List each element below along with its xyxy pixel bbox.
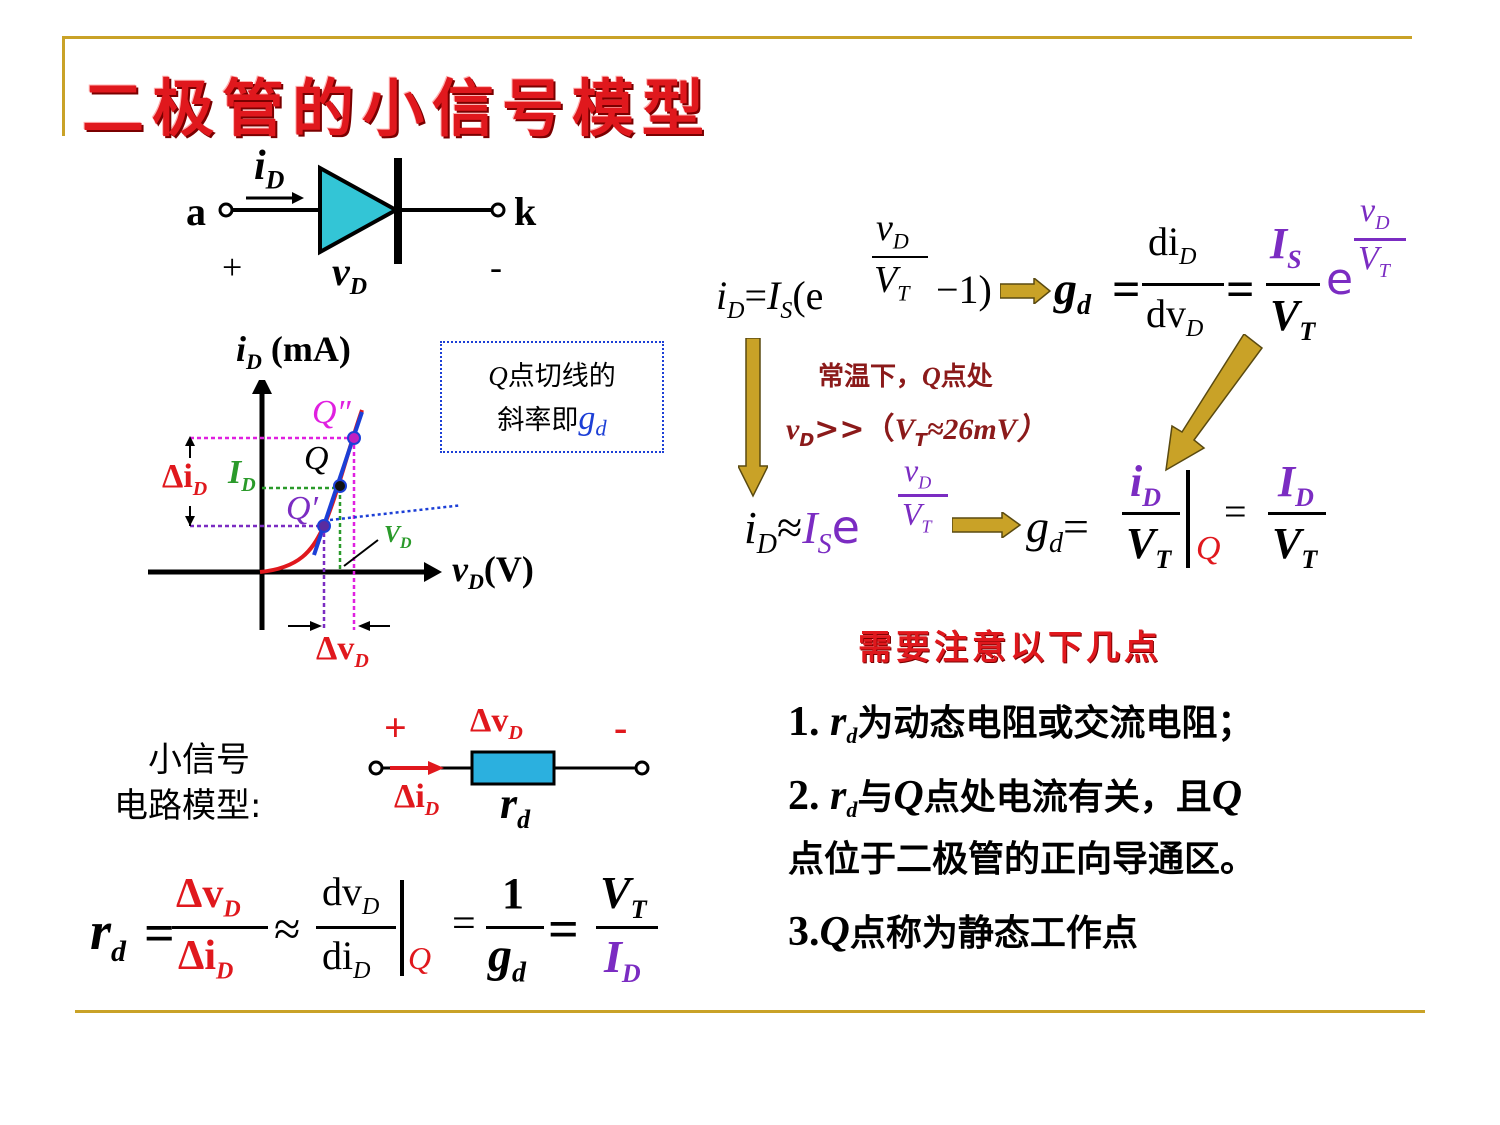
circuit-minus: -	[614, 705, 628, 750]
condition-line-2: vD>>（VT≈26mV）	[786, 412, 1047, 451]
exp2-den: VT	[1358, 240, 1390, 282]
circuit-rd: rd	[500, 779, 531, 834]
circuit-plus: +	[384, 705, 407, 750]
anode-label: a	[186, 189, 206, 234]
exp3-num: vD	[904, 452, 932, 493]
circuit-di: ΔiD	[394, 778, 440, 820]
rd-approx: ≈	[274, 903, 301, 956]
rd-bar-1	[172, 926, 268, 929]
eq-1: =	[1112, 261, 1141, 317]
slide-title: 二极管的小信号模型	[82, 72, 713, 145]
result-gd: gd=	[1026, 501, 1089, 560]
result-bar-2	[1268, 512, 1326, 515]
rd-di: ΔiD	[178, 933, 234, 985]
exp2-bar	[1354, 238, 1406, 241]
result-eq: =	[1224, 489, 1247, 534]
minus-sign: -	[490, 247, 502, 287]
result-bar-1	[1122, 512, 1180, 515]
result-vt-den-1: VT	[1126, 519, 1172, 574]
circuit-dv: ΔvD	[470, 702, 523, 744]
exp-fraction-bar	[872, 256, 928, 258]
exp-denominator: VT	[874, 259, 910, 306]
bottom-rule	[75, 1010, 1425, 1013]
rd-one: 1	[502, 869, 524, 918]
vt-denominator: VT	[1270, 291, 1316, 346]
top-rule	[62, 36, 1412, 39]
is-numerator: IS	[1270, 219, 1302, 274]
arrow-down	[738, 338, 768, 498]
iv-graph	[148, 380, 460, 631]
diode-equation: iD=IS(e	[716, 273, 824, 324]
arrow-diagonal	[1165, 334, 1264, 472]
plus-sign: +	[222, 247, 243, 287]
eval-bar	[1186, 470, 1190, 568]
diode-voltage-label: vD	[332, 249, 368, 300]
arrow-right-1	[1000, 278, 1052, 304]
rd-vt: VT	[600, 867, 647, 925]
exp-numerator: vD	[876, 207, 909, 254]
rd-did: diD	[322, 933, 371, 984]
rd-symbol: rd	[90, 901, 127, 968]
eq-2: =	[1226, 261, 1255, 317]
diode-symbol	[218, 158, 506, 264]
tangent-slope-callout: Q点切线的 斜率即gd	[440, 341, 664, 453]
gd-symbol: gd	[1054, 263, 1091, 322]
gd-fraction-bar	[1142, 283, 1224, 286]
notes-heading: 需要注意以下几点	[858, 628, 1162, 668]
circuit-label-2: 电路模型:	[114, 786, 262, 826]
y-axis-label: iD (mA)	[236, 329, 351, 375]
rd-id: ID	[604, 931, 641, 989]
note-2: 2. rd与Q点处电流有关，且Q	[788, 773, 1243, 823]
rd-gd: gd	[488, 929, 526, 989]
point-q1-label: Q′	[286, 490, 318, 527]
point-q2-label: Q″	[312, 394, 351, 431]
current-i-label: ID	[228, 454, 256, 496]
gd-denominator: dvD	[1146, 291, 1204, 342]
result-ID-num: ID	[1278, 457, 1314, 512]
rd-eq-1: =	[144, 903, 175, 963]
exp2-num: vD	[1360, 192, 1390, 234]
rd-dvd: dvD	[322, 869, 380, 920]
small-signal-circuit	[368, 750, 650, 786]
approx-equation: iD≈ISe	[744, 500, 860, 561]
gd-numerator: diD	[1148, 219, 1197, 270]
is-fraction-bar	[1266, 283, 1320, 286]
result-vt-den-2: VT	[1272, 519, 1318, 574]
rd-q: Q	[408, 940, 432, 976]
circuit-label-1: 小信号	[148, 740, 250, 780]
note-2-line-2: 点位于二极管的正向导通区。	[788, 839, 1257, 880]
exp3-den: VT	[902, 496, 932, 537]
voltage-v-label: VD	[384, 522, 412, 552]
cathode-label: k	[514, 189, 537, 234]
exp-e: e	[1326, 254, 1354, 305]
x-axis-label: vD(V)	[452, 549, 534, 595]
diode-current-label: iD	[254, 143, 285, 195]
rd-eq-3: =	[548, 899, 579, 959]
delta-v-label: ΔvD	[316, 630, 369, 672]
exp3-bar	[898, 494, 948, 497]
rd-dv: ΔvD	[176, 871, 241, 923]
condition-line-1: 常温下，Q点处	[818, 362, 993, 392]
rd-eq-2: =	[452, 901, 476, 947]
note-1: 1. rd为动态电阻或交流电阻；	[788, 699, 1254, 749]
exp-tail: −1)	[936, 267, 992, 312]
point-q-label: Q	[304, 440, 329, 477]
note-3: 3.Q点称为静态工作点	[788, 909, 1138, 955]
rd-bar-4	[596, 926, 658, 929]
left-rule	[62, 36, 65, 136]
result-id-num: iD	[1130, 457, 1162, 512]
arrow-right-2	[952, 512, 1022, 538]
rd-bar-3	[486, 926, 544, 929]
eval-q: Q	[1196, 530, 1221, 567]
delta-i-label: ΔiD	[162, 458, 208, 500]
rd-bar-2	[316, 926, 396, 929]
rd-eval-bar	[400, 880, 404, 976]
